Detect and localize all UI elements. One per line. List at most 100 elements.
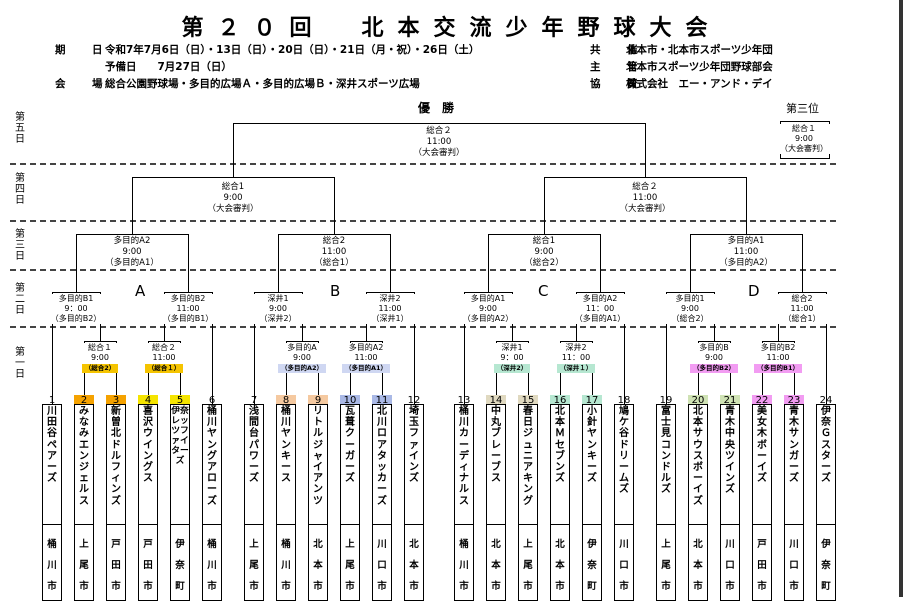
match-umpire-pill: （深井１）: [556, 364, 596, 373]
team-number: 13: [457, 395, 471, 406]
team-separator: [614, 524, 634, 525]
match-info-line: 多目的A1: [470, 294, 506, 303]
match-info-line: 多目的A2: [582, 294, 618, 303]
bracket-line: [52, 292, 100, 293]
match-info-line: 11:00: [426, 137, 452, 147]
match-info-line: （多目的B2）: [50, 314, 102, 323]
window-edge: [899, 0, 903, 597]
bracket-line: [212, 292, 213, 404]
match-info-line: 多目的A2: [113, 236, 151, 246]
team-separator: [582, 524, 602, 525]
match-info-line: 多目的B1: [58, 294, 94, 303]
match-info-line: 多目的A: [287, 343, 317, 352]
pool-label-c: C: [538, 282, 549, 300]
match-info-line: （大会審判）: [413, 148, 465, 158]
match-info-line: 11:00: [152, 353, 176, 362]
team-separator: [784, 524, 804, 525]
team-separator: [202, 524, 222, 525]
team-separator: [74, 524, 94, 525]
match-info-line: （大会審判）: [780, 144, 828, 153]
team-separator: [170, 524, 190, 525]
bracket-line: [544, 177, 545, 234]
team-city: 北本市: [491, 539, 501, 592]
team-separator: [752, 524, 772, 525]
bracket-line: [464, 292, 512, 293]
bracket-line: [254, 292, 255, 404]
team-city: 上尾市: [345, 539, 355, 592]
match-info-line: 総合２: [632, 182, 658, 192]
day-divider: [10, 326, 836, 328]
venue-row: 会 場総合公園野球場・多目的広場Ａ・多目的広場Ｂ・深井スポーツ広場: [55, 76, 420, 91]
match-info-line: （大会審判）: [207, 204, 259, 214]
team-city: 戸田市: [111, 539, 121, 592]
team-separator: [42, 524, 62, 525]
team-city: 川口市: [619, 539, 629, 592]
bracket-line: [496, 341, 528, 342]
match-info-line: （総合1）: [783, 314, 821, 323]
match-info-line: （深井1）: [371, 314, 409, 323]
match-info-line: 総合１: [88, 343, 112, 352]
team-name: 北川ロアタッカーズ: [377, 406, 387, 507]
team-name: 埼玉ファインズ: [409, 406, 419, 485]
pool-label-b: B: [330, 282, 341, 300]
page-title: 第２０回 北本交流少年野球大会: [181, 16, 722, 41]
match-info-line: 多目的B2: [760, 343, 796, 352]
team-separator: [720, 524, 740, 525]
match-info-line: 9:00: [681, 304, 699, 313]
bracket-line: [390, 234, 391, 292]
bracket-line: [233, 123, 645, 124]
match-info-line: 深井2: [565, 343, 587, 352]
team-name: 伊奈レッツファイターズ: [171, 406, 189, 466]
match-info-line: 11:00: [321, 247, 347, 257]
match-info-line: 総合1: [221, 182, 245, 192]
bracket-line: [233, 123, 234, 177]
dates-row: 期 日令和7年7月6日（日）・13日（日）・20日（日）・21日（月・祝）・26…: [55, 42, 479, 57]
team-separator: [308, 524, 328, 525]
team-number: 18: [617, 395, 631, 406]
team-separator: [340, 524, 360, 525]
round-label-3: 第三日: [15, 229, 25, 262]
day-divider: [10, 163, 836, 165]
match-info-line: 9:00: [534, 247, 554, 257]
team-city: 北本市: [693, 539, 703, 592]
team-city: 川口市: [377, 539, 387, 592]
team-separator: [486, 524, 506, 525]
match-info-line: 11：00: [561, 353, 591, 362]
bracket-line: [576, 292, 624, 293]
match-info-line: （多目的B1）: [162, 314, 214, 323]
match-info-line: 深井1: [267, 294, 289, 303]
round-label-2: 第二日: [15, 283, 25, 316]
match-info-line: 多目的1: [675, 294, 705, 303]
match-info-line: 多目的A2: [348, 343, 384, 352]
bracket-line: [488, 234, 600, 235]
bracket-line: [560, 341, 592, 342]
team-name: 瓦葺クーガーズ: [345, 406, 355, 485]
bracket-line: [76, 234, 77, 292]
match-info-line: 総合２: [426, 126, 452, 136]
bracket-line: [254, 292, 302, 293]
bracket-line: [826, 292, 827, 404]
match-umpire-pill: （総合１）: [144, 364, 184, 373]
manage-value: 北本市スポーツ少年団野球部会: [626, 61, 773, 73]
bracket-line: [488, 234, 489, 292]
match-info-line: （多目的A2）: [719, 258, 773, 268]
team-name: 鳩ケ谷ドリームズ: [619, 406, 629, 496]
team-city: 北本市: [313, 539, 323, 592]
match-umpire-pill: （多目的B1）: [754, 364, 802, 373]
bracket-line: [52, 292, 53, 404]
team-number: 12: [407, 395, 421, 406]
team-city: 伊奈町: [587, 539, 597, 592]
